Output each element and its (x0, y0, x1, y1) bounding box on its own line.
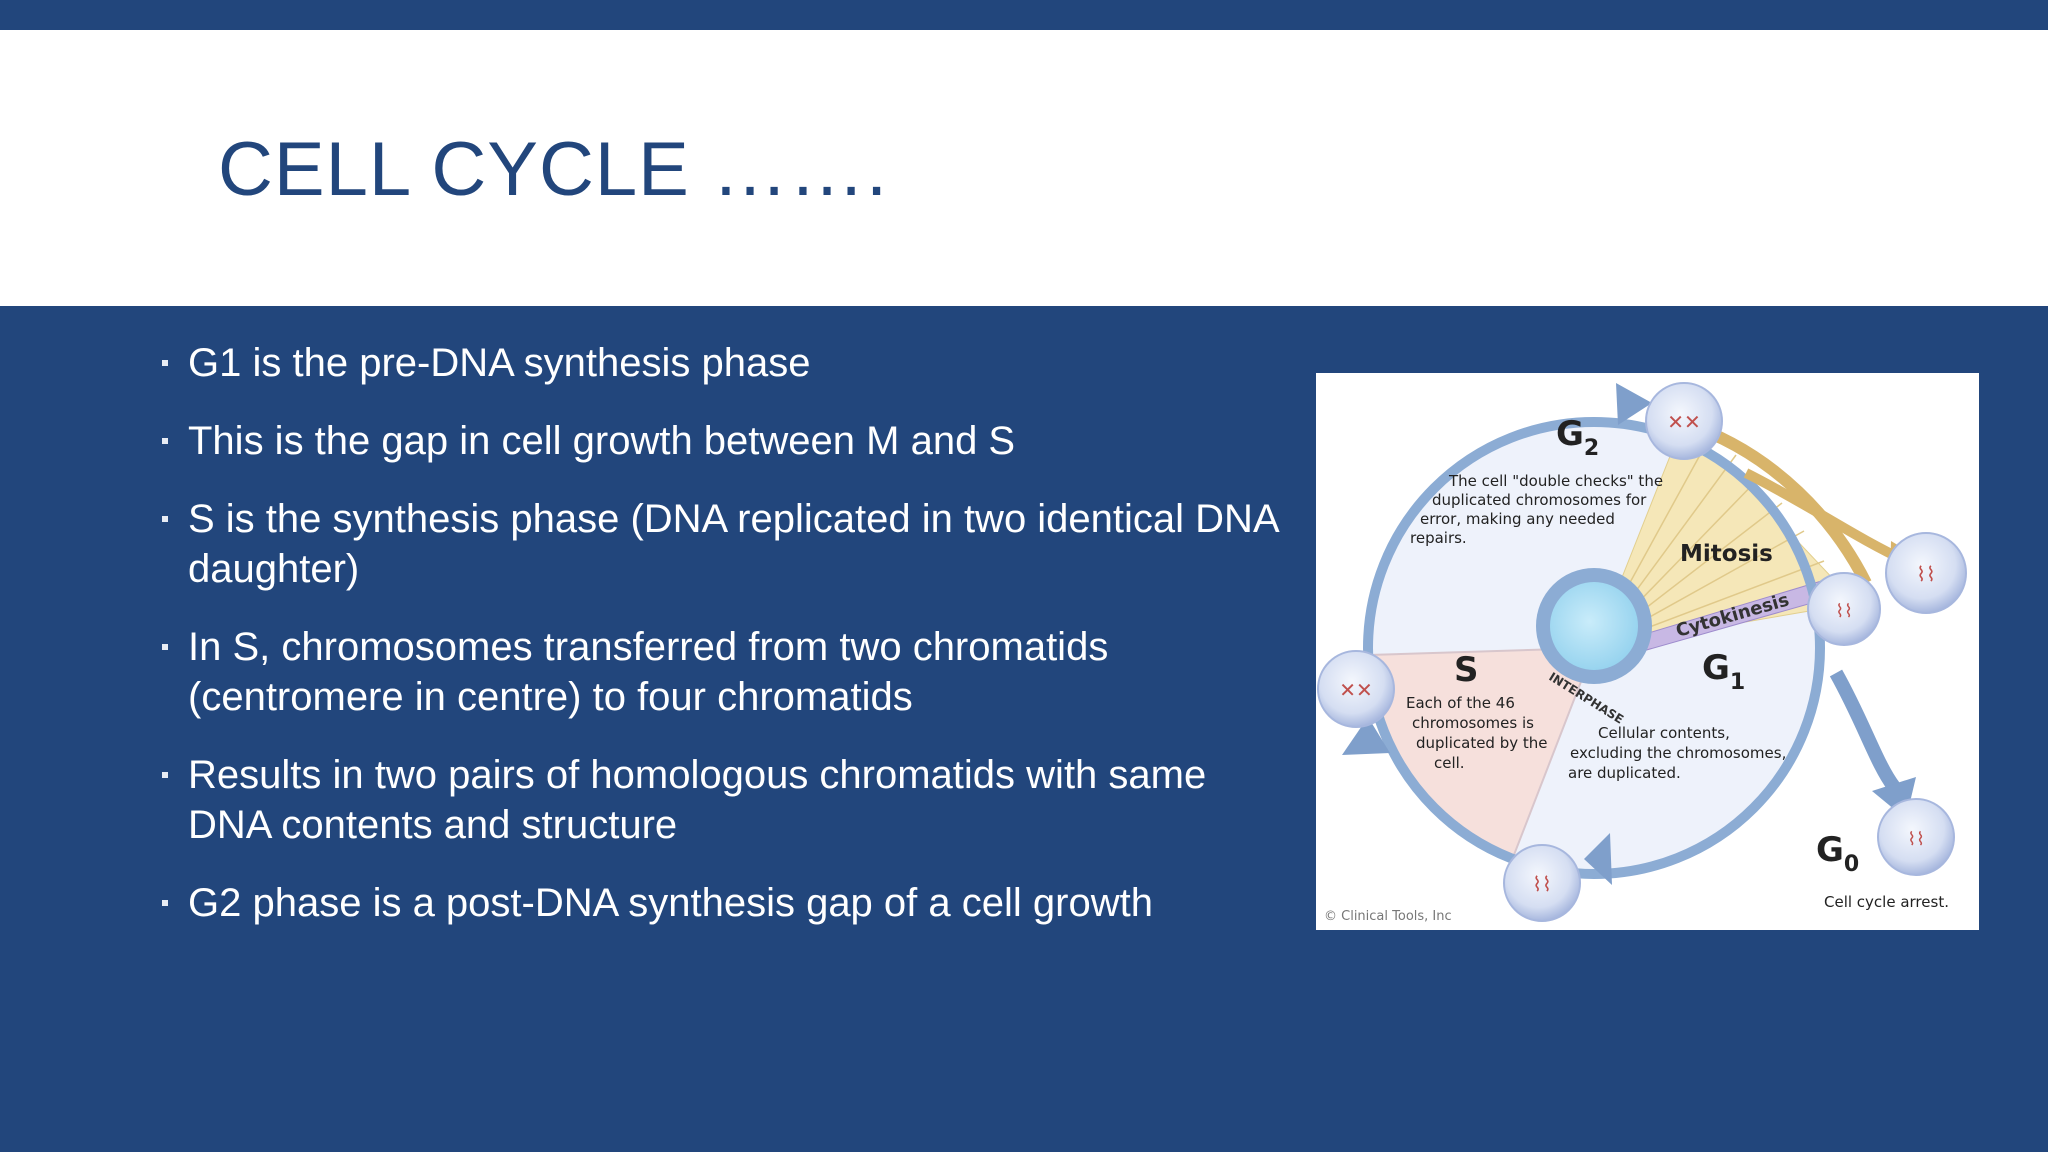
bullet-text: G2 phase is a post-DNA synthesis gap of … (188, 881, 1153, 925)
cell-cycle-svg: ✕✕ ⌇⌇ ⌇⌇ ✕✕ ⌇⌇ ⌇⌇ G2 (1317, 382, 1967, 924)
cycle-ring (1363, 417, 1825, 879)
cell-icon: ⌇⌇ (1885, 532, 1967, 614)
bullet-list: G1 is the pre-DNA synthesis phase This i… (148, 338, 1278, 928)
arrow-head-icon (1584, 833, 1612, 885)
slide-title: CELL CYCLE ……. (218, 127, 889, 212)
g0-label: G0 (1816, 830, 1859, 877)
bullet-text: S is the synthesis phase (DNA replicated… (188, 497, 1278, 591)
svg-text:excluding the chromosomes,: excluding the chromosomes, (1570, 744, 1786, 762)
cell-icon: ✕✕ (1645, 382, 1723, 460)
svg-text:⌇⌇: ⌇⌇ (1907, 829, 1925, 850)
bullet-square-icon (162, 438, 168, 444)
svg-text:error, making any needed: error, making any needed (1420, 510, 1615, 528)
bullet-text: Results in two pairs of homologous chrom… (188, 753, 1207, 847)
svg-text:⌇⌇: ⌇⌇ (1532, 872, 1552, 896)
bullet-content: G1 is the pre-DNA synthesis phase This i… (148, 338, 1278, 956)
s-phase-sector (1368, 648, 1594, 860)
cell-icon: ⌇⌇ (1877, 798, 1955, 876)
svg-text:cell.: cell. (1434, 754, 1465, 772)
bullet-square-icon (162, 516, 168, 522)
svg-text:Each of the 46: Each of the 46 (1406, 694, 1515, 712)
s-label: S (1454, 650, 1479, 690)
bullet-item: Results in two pairs of homologous chrom… (148, 750, 1278, 850)
s-sector-edge (1511, 647, 1595, 861)
bullet-square-icon (162, 772, 168, 778)
svg-text:✕✕: ✕✕ (1667, 410, 1701, 434)
g2-description: The cell "double checks" the duplicated … (1410, 472, 1663, 547)
top-accent-band (0, 0, 2048, 30)
bullet-text: In S, chromosomes transferred from two c… (188, 625, 1109, 719)
svg-text:duplicated chromosomes for: duplicated chromosomes for (1432, 491, 1647, 509)
bullet-item: S is the synthesis phase (DNA replicated… (148, 494, 1278, 594)
bullet-text: G1 is the pre-DNA synthesis phase (188, 341, 811, 385)
bullet-square-icon (162, 360, 168, 366)
g0-branch-arrow (1829, 669, 1900, 792)
copyright-text: © Clinical Tools, Inc (1324, 909, 1452, 924)
svg-text:chromosomes is: chromosomes is (1412, 714, 1534, 732)
g1-label: G1 (1702, 648, 1745, 695)
svg-text:Cellular contents,: Cellular contents, (1598, 724, 1730, 742)
bullet-square-icon (162, 900, 168, 906)
bullet-square-icon (162, 644, 168, 650)
svg-text:⌇⌇: ⌇⌇ (1835, 601, 1853, 622)
cell-icon: ✕✕ (1317, 650, 1395, 728)
svg-text:duplicated by the: duplicated by the (1416, 734, 1548, 752)
bullet-item: G1 is the pre-DNA synthesis phase (148, 338, 1278, 388)
arrow-head-icon (1342, 717, 1390, 755)
cell-cycle-diagram: ✕✕ ⌇⌇ ⌇⌇ ✕✕ ⌇⌇ ⌇⌇ G2 (1316, 373, 1979, 930)
title-area: CELL CYCLE ……. (0, 30, 2048, 306)
arrow-head-icon (1616, 383, 1652, 425)
svg-text:⌇⌇: ⌇⌇ (1916, 562, 1936, 586)
g2-label: G2 (1556, 414, 1599, 461)
cell-icon: ⌇⌇ (1503, 844, 1581, 922)
svg-text:✕✕: ✕✕ (1339, 678, 1373, 702)
mitosis-arrow (1743, 468, 1909, 566)
bullet-item: In S, chromosomes transferred from two c… (148, 622, 1278, 722)
g0-description: Cell cycle arrest. (1824, 893, 1949, 911)
svg-text:The cell "double checks" the: The cell "double checks" the (1448, 472, 1663, 490)
bullet-item: This is the gap in cell growth between M… (148, 416, 1278, 466)
bullet-text: This is the gap in cell growth between M… (188, 419, 1016, 463)
mitosis-label: Mitosis (1680, 541, 1773, 567)
bullet-item: G2 phase is a post-DNA synthesis gap of … (148, 878, 1278, 928)
svg-text:are duplicated.: are duplicated. (1568, 764, 1681, 782)
cell-icon: ⌇⌇ (1807, 572, 1881, 646)
nucleus (1550, 582, 1638, 670)
svg-text:repairs.: repairs. (1410, 529, 1467, 547)
s-description: Each of the 46 chromosomes is duplicated… (1406, 694, 1548, 772)
g1-description: Cellular contents, excluding the chromos… (1568, 724, 1786, 782)
